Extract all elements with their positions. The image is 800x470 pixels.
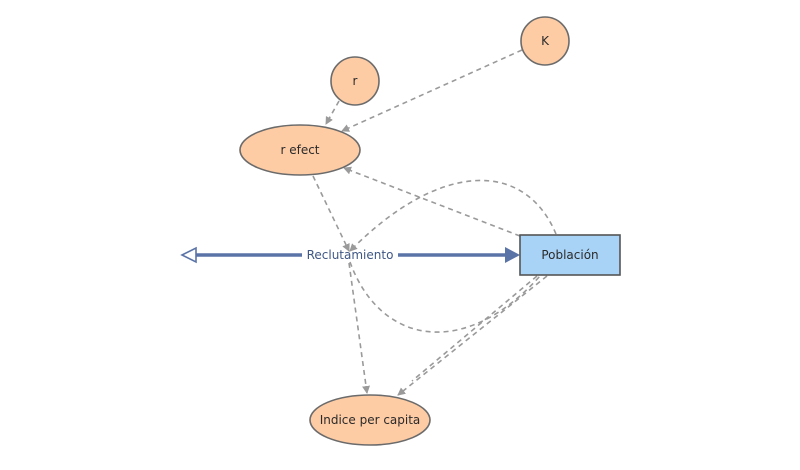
variable-k-label: K [541,34,550,48]
links [312,49,557,396]
variable-r-efect-label: r efect [280,143,319,157]
flow-reclutamiento[interactable]: Reclutamiento [180,246,520,264]
flow-label: Reclutamiento [307,248,394,262]
link-k-to-refect [341,49,523,132]
variable-r[interactable]: r [330,56,380,106]
variable-r-efect[interactable]: r efect [239,124,361,176]
link-poblacion-to-reclutamiento [349,179,557,252]
link-r-to-refect [325,100,340,125]
link-poblacion-to-indice-a [397,275,548,396]
variable-r-shape [330,56,380,106]
link-reclutamiento-to-poblacion-loop [349,261,541,333]
variable-indice-per-capita-shape [309,394,431,446]
stock-poblacion[interactable]: Población [519,234,621,276]
stock-poblacion-label: Población [541,248,598,262]
flow-source-arrowhead-icon [180,246,197,264]
variable-r-label: r [353,74,358,88]
variable-indice-per-capita-label: Indice per capita [320,413,421,427]
flow-into-stock-arrowhead-icon [505,247,520,263]
variable-indice-per-capita[interactable]: Indice per capita [309,394,431,446]
variable-k-shape [520,16,570,66]
link-reclutamiento-to-indice [348,262,371,394]
stock-poblacion-shape [519,234,621,276]
link-poblacion-to-indice-b [411,275,538,382]
variable-r-efect-shape [239,124,361,176]
variable-k[interactable]: K [520,16,570,66]
link-refect-to-reclutamiento [312,175,350,252]
link-poblacion-to-refect [343,166,521,237]
